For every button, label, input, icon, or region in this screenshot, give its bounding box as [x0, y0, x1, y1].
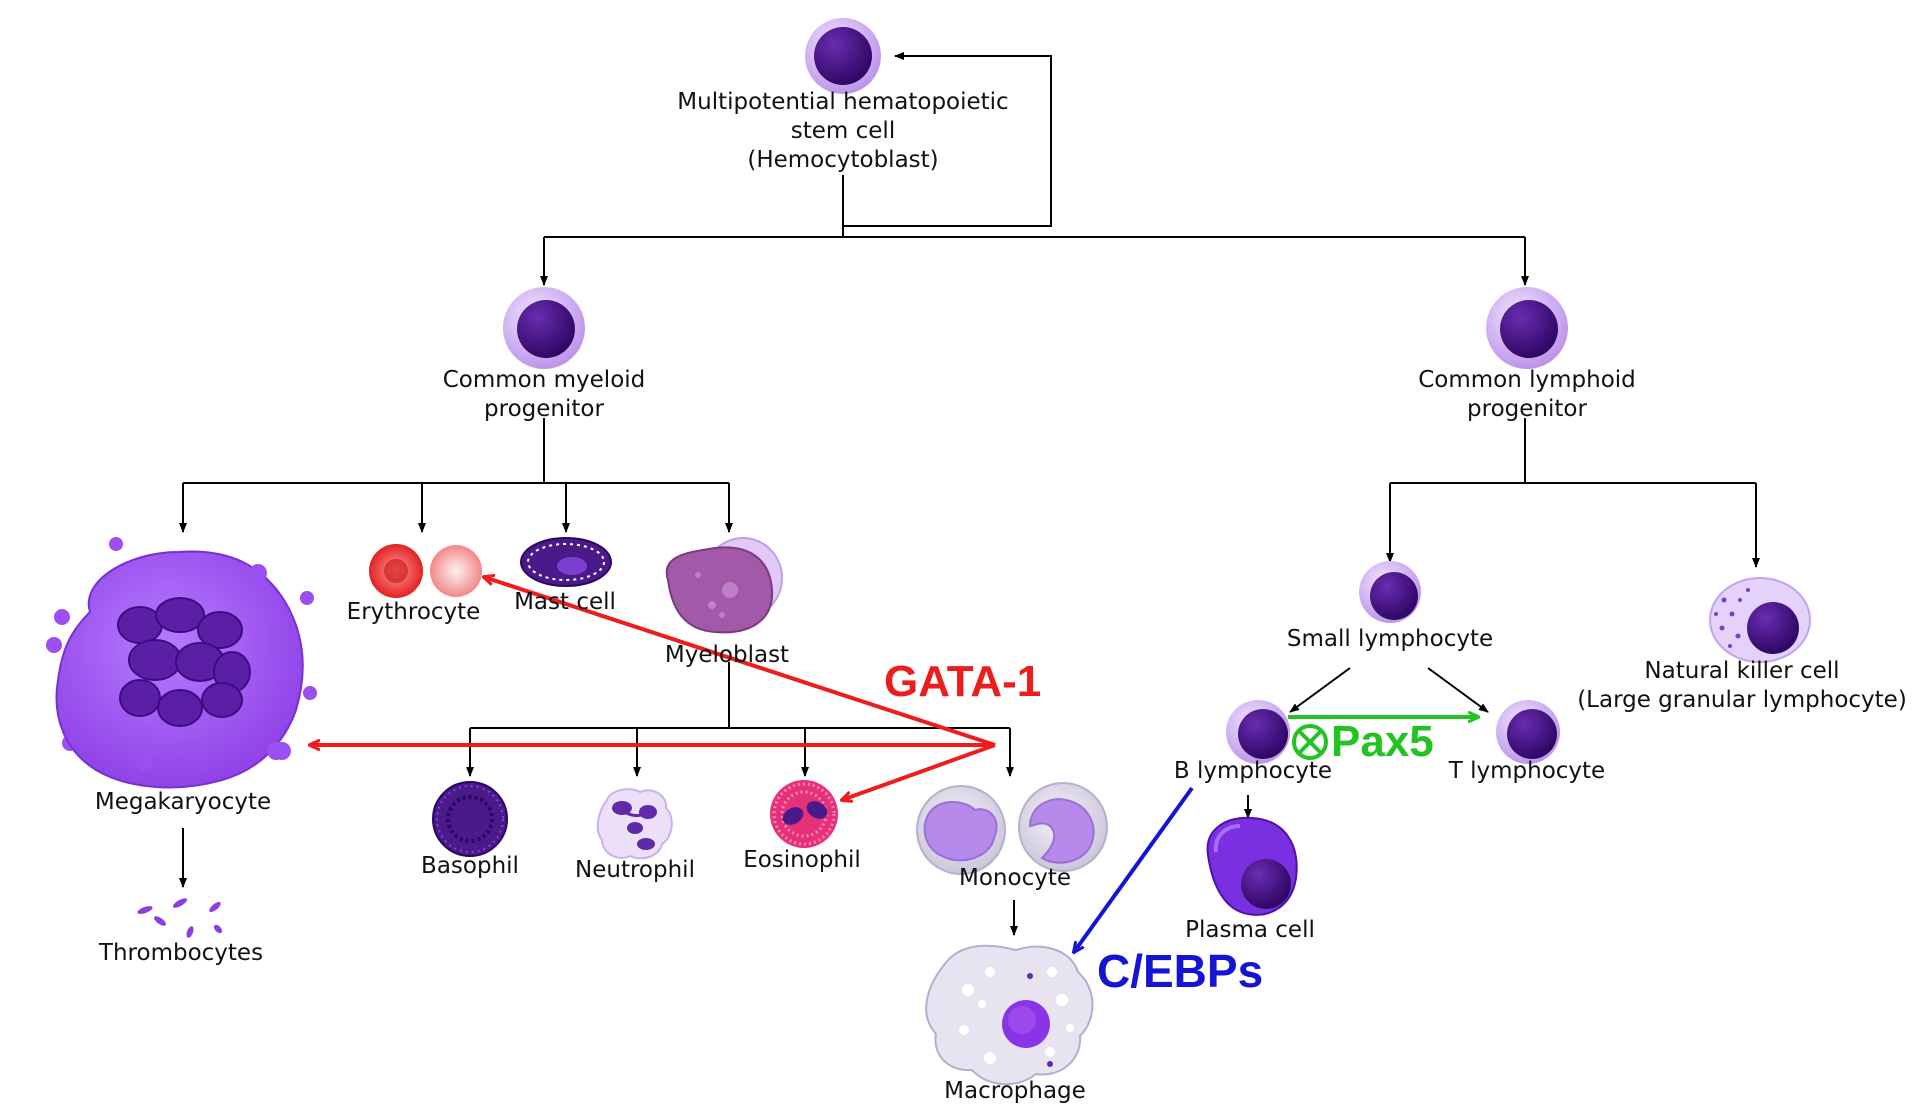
common-myeloid-label-line-2: progenitor	[484, 396, 604, 422]
common-lymphoid-progenitor-icon	[1486, 287, 1568, 369]
myeloblast-label: Myeloblast	[664, 642, 790, 668]
stem-cell-label: Multipotential hematopoietic stem cell (…	[643, 88, 1043, 175]
cebps-arrow	[1074, 786, 1194, 952]
common-myeloid-label-line-1: Common myeloid	[442, 367, 646, 393]
common-myeloid-progenitor-icon	[503, 287, 585, 369]
common-lymphoid-label-line-2: progenitor	[1467, 396, 1587, 422]
myeloblast-icon	[665, 537, 783, 634]
neutrophil-icon	[596, 788, 673, 860]
b-lymphocyte-icon	[1226, 700, 1290, 764]
mast-cell-label: Mast cell	[514, 589, 616, 615]
megakaryocyte-label: Megakaryocyte	[94, 789, 272, 815]
small-lymphocyte-icon	[1359, 561, 1421, 623]
inhibit-icon	[1292, 724, 1328, 760]
thrombocytes-label: Thrombocytes	[98, 940, 264, 966]
megakaryocyte-icon	[46, 537, 317, 789]
monocyte-label: Monocyte	[959, 865, 1071, 891]
b-lymphocyte-label: B lymphocyte	[1173, 758, 1333, 784]
stem-cell-label-line-3: (Hemocytoblast)	[747, 147, 939, 173]
plasma-cell-label: Plasma cell	[1185, 917, 1315, 943]
gata1-arrows	[310, 577, 996, 800]
erythrocyte-icon	[369, 544, 482, 598]
monocyte-icon	[916, 782, 1108, 875]
common-lymphoid-label: Common lymphoid progenitor	[1377, 366, 1677, 424]
natural-killer-label-line-2: (Large granular lymphocyte)	[1577, 687, 1907, 713]
natural-killer-cell-icon	[1709, 577, 1811, 663]
mast-cell-icon	[520, 537, 612, 587]
common-lymphoid-label-line-1: Common lymphoid	[1418, 367, 1636, 393]
erythrocyte-label: Erythrocyte	[346, 599, 481, 625]
plasma-cell-icon	[1206, 816, 1298, 916]
macrophage-label: Macrophage	[944, 1078, 1086, 1104]
natural-killer-label-line-1: Natural killer cell	[1644, 658, 1840, 684]
small-lymphocyte-label: Small lymphocyte	[1286, 626, 1494, 652]
pax5-label: Pax5	[1331, 717, 1434, 766]
stem-cell-label-line-2: stem cell	[790, 118, 896, 144]
t-lymphocyte-label: T lymphocyte	[1448, 758, 1606, 784]
t-lymphocyte-icon	[1496, 700, 1560, 764]
thrombocytes-icon	[137, 898, 223, 938]
basophil-label: Basophil	[421, 853, 519, 879]
connector-lines	[179, 52, 1760, 936]
eosinophil-label: Eosinophil	[743, 847, 861, 873]
cebps-label: C/EBPs	[1097, 945, 1264, 997]
stem-cell-icon	[805, 18, 881, 94]
common-myeloid-label: Common myeloid progenitor	[394, 366, 694, 424]
basophil-icon	[432, 781, 508, 857]
eosinophil-icon	[770, 780, 838, 848]
gata1-label: GATA-1	[884, 657, 1042, 706]
neutrophil-label: Neutrophil	[575, 857, 695, 883]
macrophage-icon	[925, 944, 1094, 1086]
stem-cell-label-line-1: Multipotential hematopoietic	[677, 89, 1009, 115]
natural-killer-label: Natural killer cell (Large granular lymp…	[1562, 657, 1922, 715]
